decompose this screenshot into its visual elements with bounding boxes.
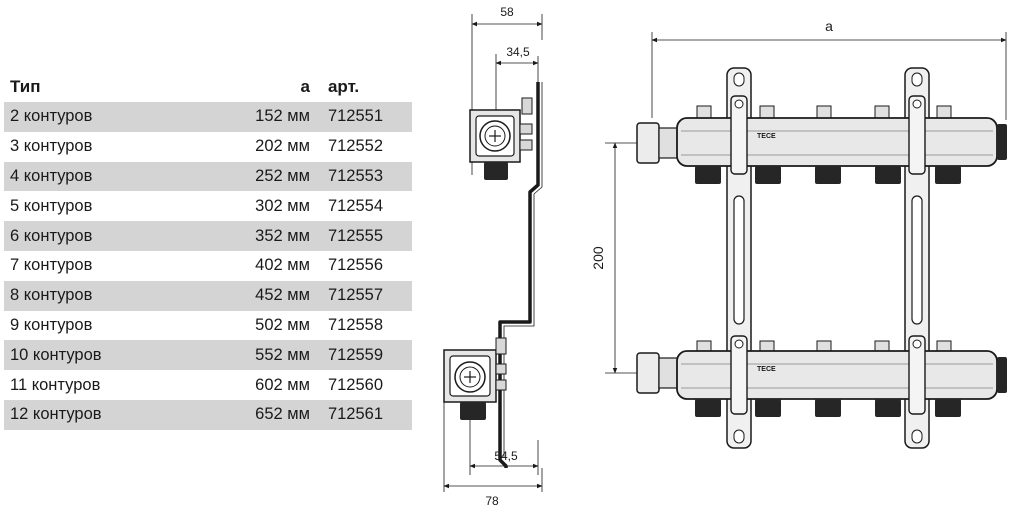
- cell-art: 712557: [315, 280, 412, 311]
- dim-54-5-label: 54,5: [494, 449, 518, 463]
- front-view-drawing: a 200 TECE: [590, 18, 1007, 449]
- table-row: 11 контуров 602 мм 712560: [4, 370, 412, 400]
- header-type: Тип: [10, 77, 41, 96]
- lower-outlets: [695, 399, 961, 417]
- cell-a: 202 мм: [255, 137, 310, 156]
- table-row: 6 контуров 352 мм 712555: [4, 221, 412, 251]
- dim-200: 200: [590, 142, 643, 374]
- dim-200-label: 200: [590, 246, 606, 270]
- cell-type: 3 контуров: [10, 137, 93, 156]
- cell-a: 552 мм: [198, 340, 316, 371]
- cell-type: 5 контуров: [10, 196, 93, 215]
- table-header-row: Тип a арт.: [4, 72, 412, 102]
- cell-a: 152 мм: [198, 102, 316, 132]
- cell-a: 352 мм: [198, 221, 316, 251]
- cell-art: 712558: [327, 315, 384, 334]
- cell-art: 712552: [327, 137, 384, 156]
- table-row: 12 контуров 652 мм 712561: [4, 399, 412, 430]
- cell-type: 12 контуров: [4, 399, 199, 430]
- brand-label-upper: TECE: [757, 133, 776, 140]
- cell-type: 4 контуров: [4, 161, 199, 192]
- cell-a: 452 мм: [198, 280, 316, 311]
- dim-34-5-label: 34,5: [506, 45, 530, 59]
- dim-a-label: a: [825, 18, 833, 34]
- cell-a: 602 мм: [255, 375, 310, 394]
- table-row: 10 контуров 552 мм 712559: [4, 340, 412, 371]
- table-row: 3 контуров 202 мм 712552: [4, 132, 412, 162]
- cell-type: 9 контуров: [10, 315, 93, 334]
- cell-a: 502 мм: [255, 315, 310, 334]
- cell-type: 10 контуров: [4, 340, 199, 371]
- cell-art: 712555: [315, 221, 412, 251]
- brand-label-lower: TECE: [757, 366, 776, 373]
- cell-type: 7 контуров: [10, 256, 93, 275]
- side-view-drawing: 58 34,5 54,5: [443, 5, 543, 508]
- lower-manifold-bar: TECE: [636, 340, 1007, 400]
- cell-art: 712561: [315, 399, 412, 430]
- dim-78: 78: [443, 402, 543, 508]
- cell-type: 2 контуров: [4, 102, 199, 132]
- cell-art: 712556: [327, 256, 384, 275]
- lower-manifold-side: [443, 337, 507, 420]
- spec-table: Тип a арт. 2 контуров 152 мм 712551 3 ко…: [4, 72, 412, 430]
- dim-54-5: 54,5: [469, 420, 539, 475]
- bracket-clamps: [730, 95, 926, 415]
- upper-manifold-bar: TECE: [636, 105, 1007, 167]
- cell-art: 712553: [315, 161, 412, 192]
- table-row: 2 контуров 152 мм 712551: [4, 102, 412, 132]
- cell-type: 6 контуров: [4, 221, 199, 251]
- cell-type: 11 контуров: [10, 375, 101, 394]
- dim-78-label: 78: [485, 494, 499, 508]
- table-row: 8 контуров 452 мм 712557: [4, 280, 412, 311]
- cell-a: 302 мм: [255, 196, 310, 215]
- cell-art: 712559: [315, 340, 412, 371]
- table-row: 5 контуров 302 мм 712554: [4, 191, 412, 221]
- cell-a: 402 мм: [255, 256, 310, 275]
- cell-art: 712554: [327, 196, 384, 215]
- cell-art: 712551: [315, 102, 412, 132]
- upper-manifold-side: [469, 97, 533, 180]
- upper-outlets: [695, 166, 961, 184]
- header-a: a: [300, 77, 310, 96]
- cell-a: 652 мм: [198, 399, 316, 430]
- table-row: 9 контуров 502 мм 712558: [4, 311, 412, 341]
- dim-58-label: 58: [500, 5, 514, 19]
- dim-34-5: 34,5: [495, 45, 539, 112]
- cell-a: 252 мм: [198, 161, 316, 192]
- table-row: 7 контуров 402 мм 712556: [4, 251, 412, 281]
- table-row: 4 контуров 252 мм 712553: [4, 161, 412, 192]
- header-art: арт.: [327, 77, 360, 96]
- cell-type: 8 контуров: [4, 280, 199, 311]
- dim-a: a: [651, 18, 1007, 120]
- cell-art: 712560: [327, 375, 384, 394]
